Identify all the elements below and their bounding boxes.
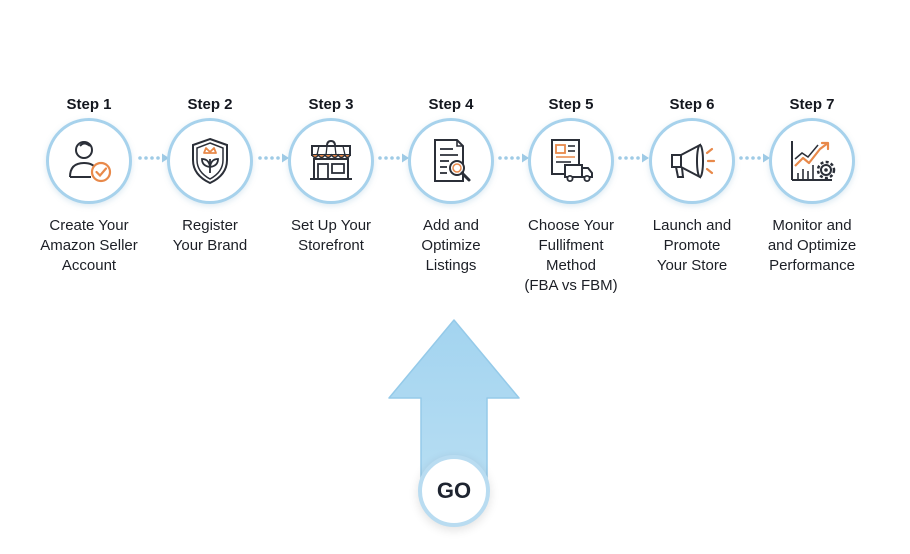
connector-4-5 (497, 152, 531, 164)
step-6-label: Step 6 (669, 96, 715, 113)
step-4: Step 4 Add and Optimize Listings (386, 96, 516, 276)
step-5: Step 5 Choose Your Fullifment Method (FB… (506, 96, 636, 296)
step-1-description: Create Your Amazon Seller Account (40, 217, 138, 274)
listing-search-icon (434, 139, 471, 182)
step-3-description: Set Up Your Storefront (290, 217, 372, 254)
step-2-circle (167, 118, 253, 204)
storefront-icon (310, 139, 352, 180)
step-7-label: Step 7 (789, 96, 835, 113)
step-5-description: Choose Your Fullifment Method (FBA vs FB… (524, 217, 618, 294)
step-6-description: Launch and Promote Your Store (652, 217, 732, 274)
step-3-circle (288, 118, 374, 204)
step-4-description: Add and Optimize Listings (421, 217, 481, 274)
growth-chart-icon (791, 141, 836, 181)
seller-account-icon (69, 141, 112, 183)
connector-3-4 (377, 152, 411, 164)
step-6-circle (649, 118, 735, 204)
step-3-label: Step 3 (308, 96, 354, 113)
step-4-label: Step 4 (428, 96, 474, 113)
brand-shield-icon (192, 137, 228, 185)
connector-6-7 (738, 152, 772, 164)
step-5-label: Step 5 (548, 96, 594, 113)
step-1: Step 1 Create Your Amazon Seller Account (24, 96, 154, 276)
connector-5-6 (617, 152, 651, 164)
step-7-description: Monitor and and Optimize Performance (767, 217, 857, 274)
step-6: Step 6 Launch and Promote Your Store (627, 96, 757, 276)
step-2-label: Step 2 (187, 96, 233, 113)
step-1-circle (46, 118, 132, 204)
step-1-label: Step 1 (66, 96, 112, 113)
connector-1-2 (137, 152, 171, 164)
megaphone-icon (671, 143, 716, 179)
connector-2-3 (257, 152, 291, 164)
go-button[interactable]: GO (418, 455, 490, 527)
step-5-circle (528, 118, 614, 204)
step-7: Step 7 Monitor and and Optimize Performa… (747, 96, 877, 276)
delivery-truck-icon (551, 139, 593, 183)
step-2-description: Register Your Brand (172, 217, 248, 254)
step-2: Step 2 Register Your Brand (145, 96, 275, 256)
step-3: Step 3 Set Up Your Storefront (266, 96, 396, 256)
step-4-circle (408, 118, 494, 204)
step-7-circle (769, 118, 855, 204)
